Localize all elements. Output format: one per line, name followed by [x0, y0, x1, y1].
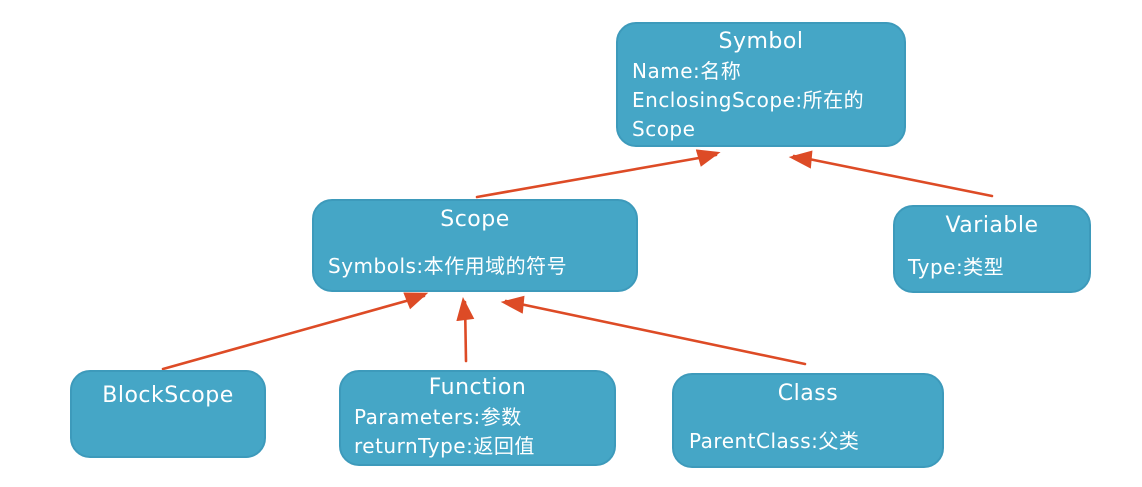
- node-class-title: Class: [777, 381, 839, 406]
- node-scope-title: Scope: [440, 207, 510, 232]
- node-symbol-attr-name: Name:名称: [632, 58, 742, 83]
- node-symbol-title: Symbol: [718, 29, 804, 54]
- node-symbol-attr-enclosingscope-cont: Scope: [632, 116, 696, 141]
- node-function-title: Function: [428, 375, 527, 400]
- node-symbol: Symbol Name:名称 EnclosingScope:所在的 Scope: [616, 22, 906, 147]
- node-scope: Scope Symbols:本作用域的符号: [312, 199, 638, 292]
- node-function-attr-returntype: returnType:返回值: [354, 433, 535, 458]
- node-function-attr-parameters: Parameters:参数: [354, 404, 522, 429]
- arrow-class-to-scope: [500, 295, 807, 366]
- arrow-scope-to-symbol: [475, 149, 721, 199]
- node-class-attr-parentclass: ParentClass:父类: [689, 429, 860, 453]
- arrow-variable-to-symbol: [788, 150, 994, 198]
- node-blockscope-title: BlockScope: [102, 383, 234, 408]
- node-symbol-attr-enclosingscope: EnclosingScope:所在的: [632, 87, 865, 112]
- arrow-function-to-scope: [456, 297, 475, 363]
- node-blockscope: BlockScope: [70, 370, 266, 458]
- node-scope-attr-symbols: Symbols:本作用域的符号: [328, 254, 568, 278]
- node-variable-attr-type: Type:类型: [908, 255, 1005, 279]
- node-variable-title: Variable: [945, 213, 1039, 238]
- arrow-blockscope-to-scope: [161, 292, 429, 371]
- node-variable: Variable Type:类型: [893, 205, 1091, 293]
- node-class: Class ParentClass:父类: [672, 373, 944, 468]
- node-function: Function Parameters:参数 returnType:返回值: [339, 370, 616, 466]
